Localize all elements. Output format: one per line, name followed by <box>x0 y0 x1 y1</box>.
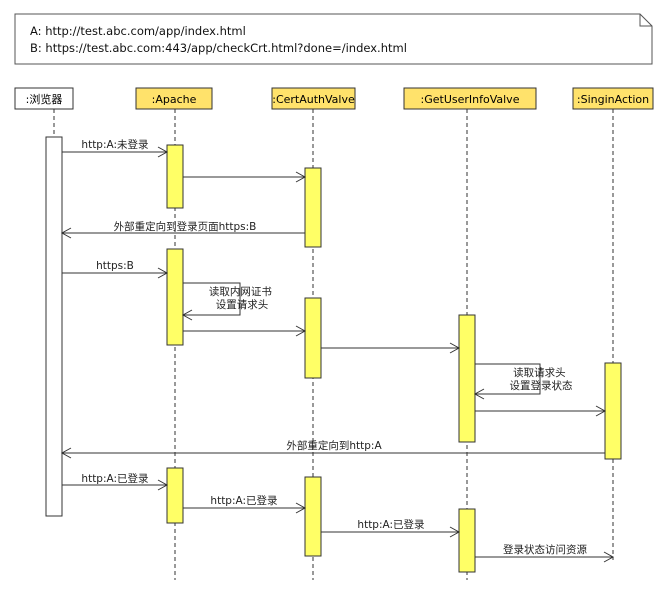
note-line-b: B: https://test.abc.com:443/app/checkCrt… <box>30 41 407 55</box>
participant-singinaction: :SinginAction <box>572 87 654 110</box>
participant-apache-label: :Apache <box>152 93 197 106</box>
message-label-8-line1: 读取请求头 <box>513 366 566 379</box>
activation-apache-1 <box>166 144 184 209</box>
activation-certauth-2 <box>304 297 322 379</box>
participant-browser-label: :浏览器 <box>26 92 63 106</box>
participant-singinaction-label: :SinginAction <box>577 93 649 106</box>
message-label-8-line2: 设置登录状态 <box>510 379 573 392</box>
message-label-8: 读取请求头 设置登录状态 <box>510 366 573 392</box>
message-label-11: http:A:已登录 <box>81 472 148 485</box>
participant-apache: :Apache <box>135 87 213 110</box>
activation-getuserinfo-1 <box>458 314 476 443</box>
participant-getuserinfovalve: :GetUserInfoValve <box>403 87 537 110</box>
message-label-13: http:A:已登录 <box>357 518 424 531</box>
message-label-14: 登录状态访问资源 <box>503 543 587 556</box>
activation-apache-2 <box>166 248 184 346</box>
participant-certauthvalve-label: :CertAuthValve <box>272 93 355 106</box>
message-label-3: 外部重定向到登录页面https:B <box>114 220 257 233</box>
message-label-12: http:A:已登录 <box>210 494 277 507</box>
participant-getuserinfovalve-label: :GetUserInfoValve <box>421 93 520 106</box>
note-line-a: A: http://test.abc.com/app/index.html <box>30 24 246 38</box>
activation-apache-3 <box>166 467 184 524</box>
participant-browser: :浏览器 <box>14 87 74 110</box>
message-label-10: 外部重定向到http:A <box>286 439 382 452</box>
message-arrow-8 <box>475 363 541 395</box>
activation-certauth-3 <box>304 476 322 557</box>
message-label-4: https:B <box>96 260 134 272</box>
participant-certauthvalve: :CertAuthValve <box>271 87 356 110</box>
message-arrow-5 <box>183 282 241 316</box>
url-note: A: http://test.abc.com/app/index.html B:… <box>14 13 653 65</box>
message-label-5-line1: 读取内网证书 <box>209 285 272 298</box>
activation-browser <box>45 136 63 517</box>
message-label-5-line2: 设置请求头 <box>216 298 269 311</box>
activation-singin <box>604 362 622 460</box>
activation-getuserinfo-2 <box>458 508 476 573</box>
message-label-1: http:A:未登录 <box>81 138 148 151</box>
message-label-5: 读取内网证书 设置请求头 <box>209 285 275 311</box>
activation-certauth-1 <box>304 167 322 248</box>
